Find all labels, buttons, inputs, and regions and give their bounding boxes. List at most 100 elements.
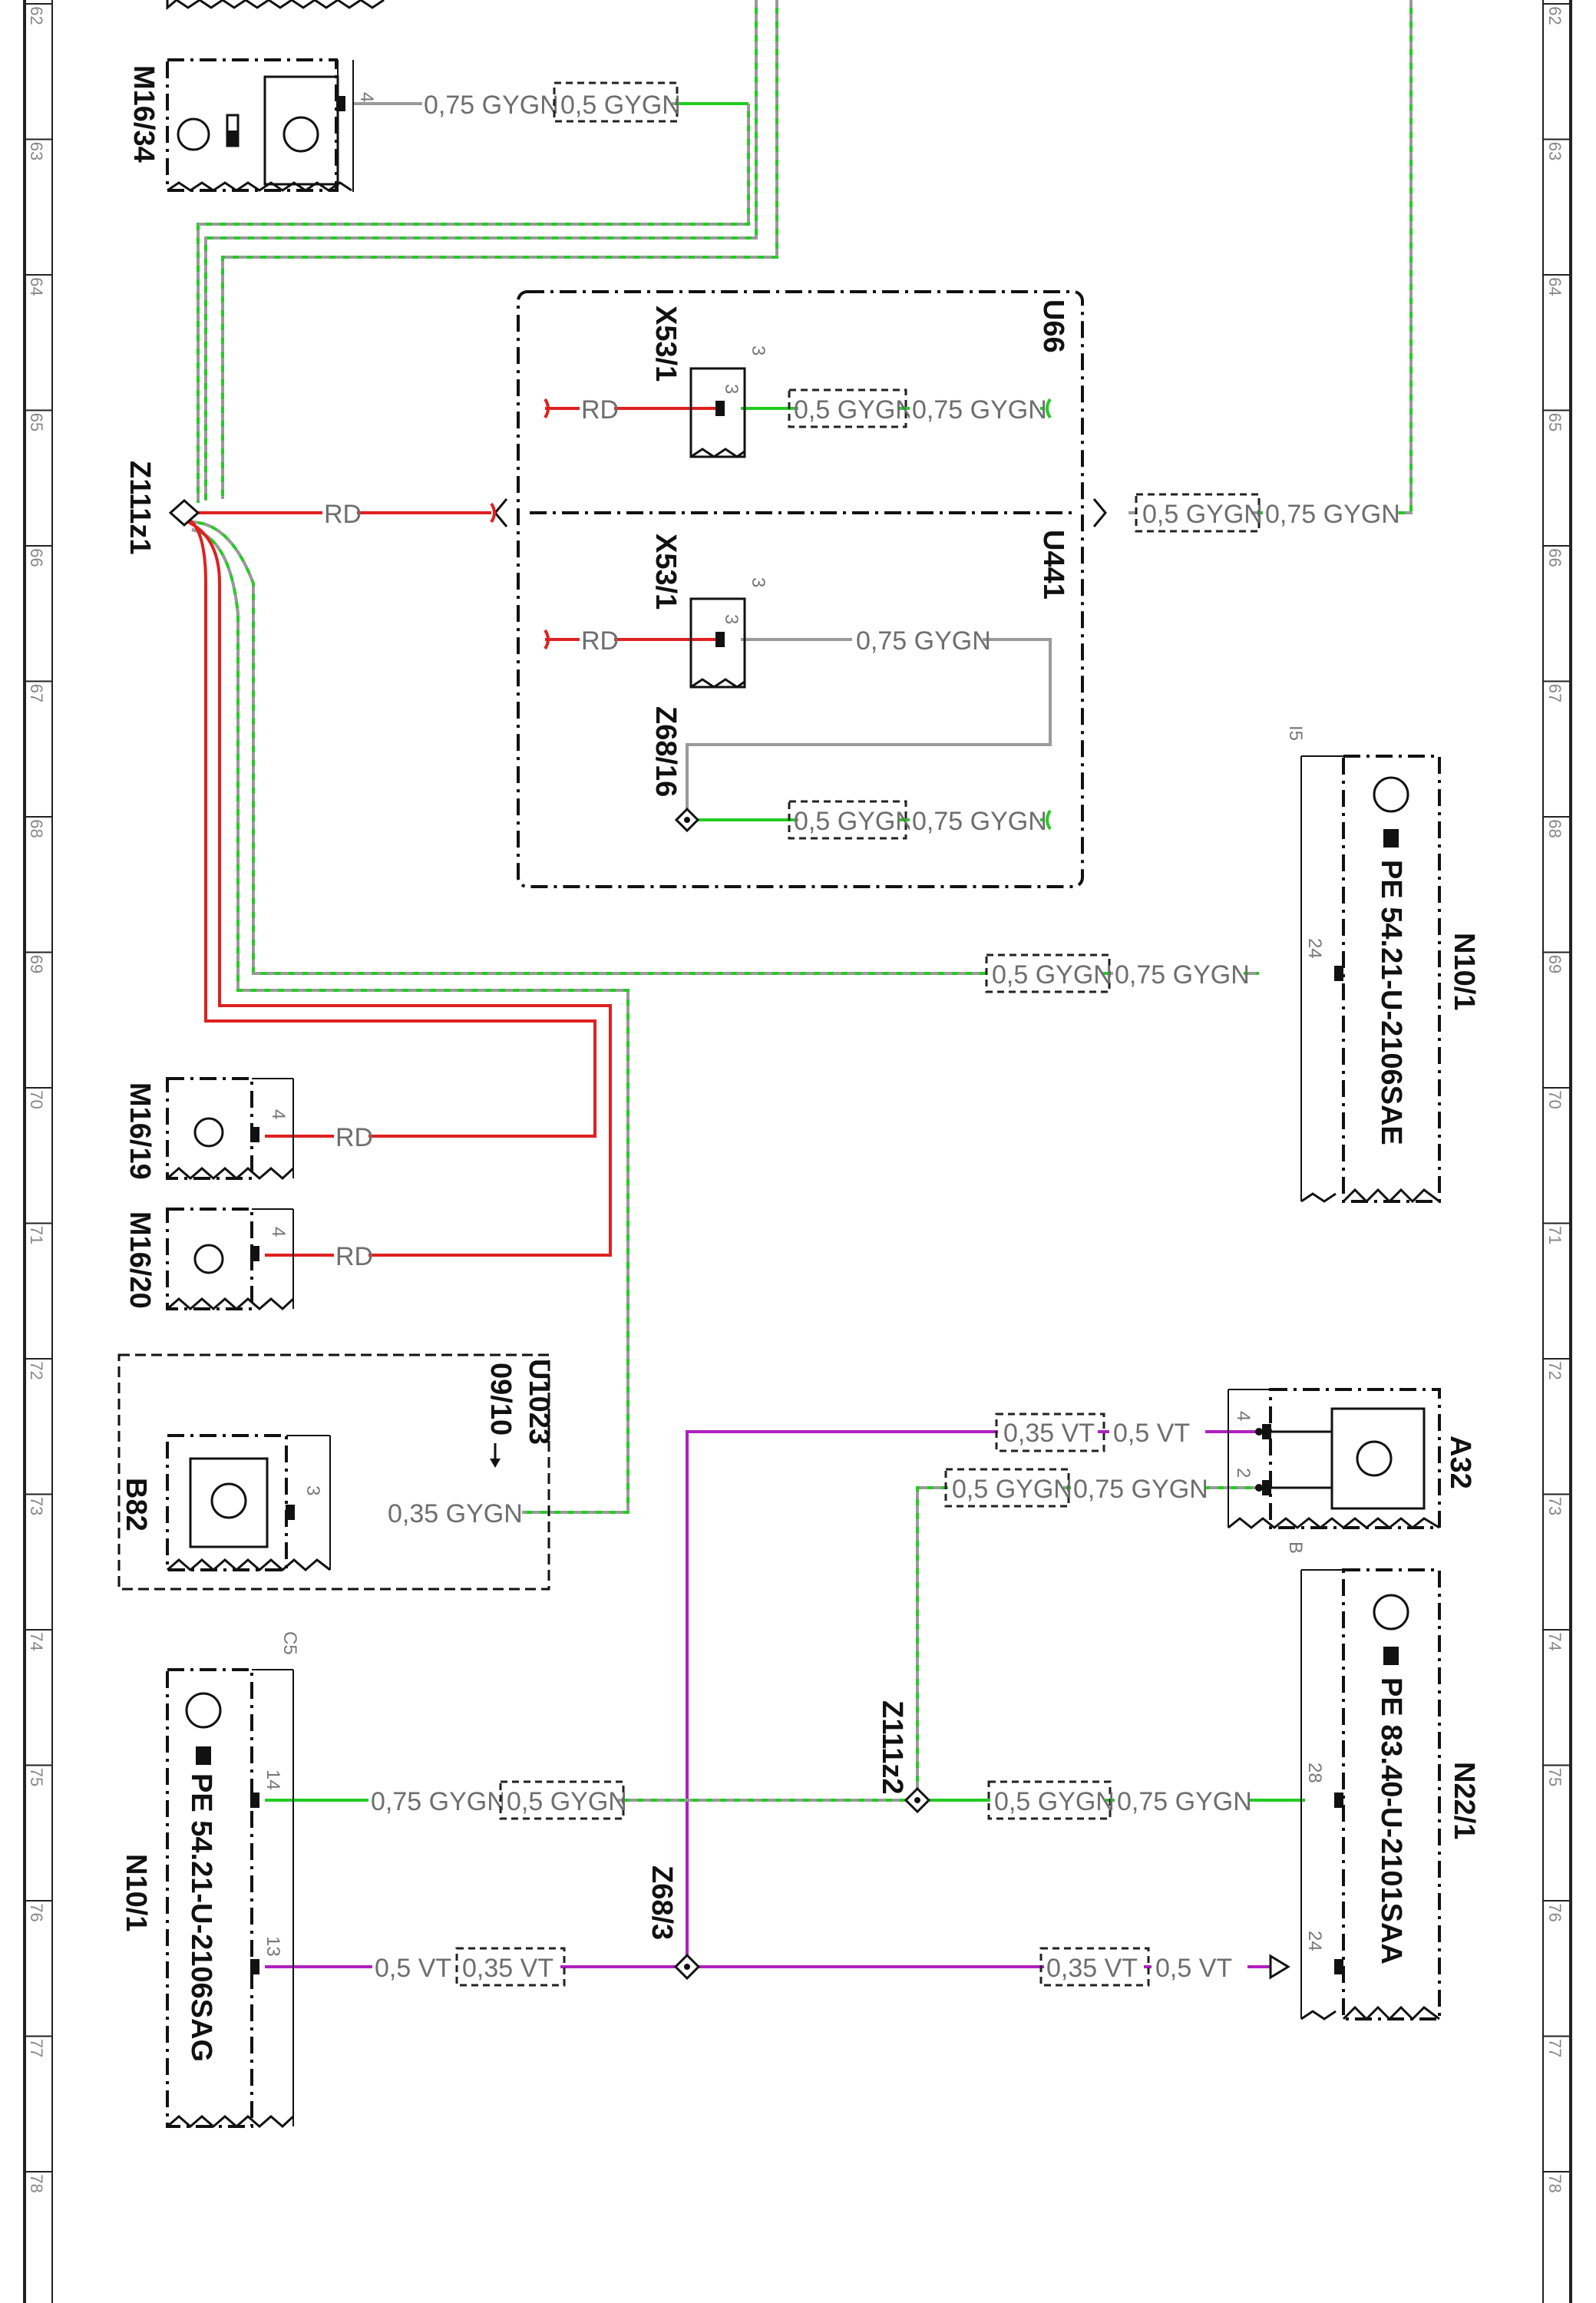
n10r-wire-b: 0,75 GYGN bbox=[1115, 960, 1250, 990]
grid-label-right-73: 73 bbox=[1545, 1497, 1565, 1515]
grid-label-left-66: 66 bbox=[27, 548, 46, 567]
u66-wire-a: 0,5 GYGN bbox=[794, 395, 914, 425]
grid-label-left-72: 72 bbox=[27, 1361, 46, 1379]
u1023-label: U1023 bbox=[523, 1359, 555, 1445]
u66-out-wire-b: 0,75 GYGN bbox=[1265, 500, 1400, 529]
n22-1-label: N22/1 bbox=[1448, 1762, 1480, 1839]
u66-out-wire-a: 0,5 GYGN bbox=[1142, 500, 1263, 529]
n22-pin-24: 24 bbox=[1304, 1931, 1325, 1951]
u1023-module: B82 U1023 09/10 3 bbox=[117, 1353, 555, 1591]
m16-19-pin: 4 bbox=[268, 1109, 289, 1119]
u441-label: U441 bbox=[1037, 530, 1069, 600]
grid-label-left-67: 67 bbox=[27, 684, 46, 702]
m16-34-wire-a: 0,75 GYGN bbox=[424, 91, 559, 120]
n22-wire-24b: 0,5 VT bbox=[1155, 1954, 1232, 1983]
grid-label-left-75: 75 bbox=[27, 1768, 46, 1786]
a32-wire-4b: 0,5 VT bbox=[1113, 1419, 1190, 1448]
grid-label-right-75: 75 bbox=[1545, 1768, 1565, 1786]
z68-3-label: Z68/3 bbox=[646, 1865, 678, 1940]
x53-1-b-label: X53/1 bbox=[649, 534, 682, 610]
grid-label-left-74: 74 bbox=[27, 1632, 46, 1650]
grid-label-left-76: 76 bbox=[27, 1903, 46, 1921]
n10-1-left-label: N10/1 bbox=[120, 1854, 152, 1931]
a32-wire-2b: 0,75 GYGN bbox=[1073, 1475, 1208, 1504]
grid-label-left-63: 63 bbox=[27, 142, 46, 160]
m16-34-label: M16/34 bbox=[127, 65, 160, 163]
n10-1-left-component: PE 54.21-U-2106SAG N10/1 C5 14 13 bbox=[120, 1631, 300, 2129]
grid-label-right-67: 67 bbox=[1545, 684, 1565, 702]
grid-label-right-70: 70 bbox=[1545, 1090, 1565, 1109]
grid-label-left-68: 68 bbox=[27, 819, 46, 838]
m16-20-wire: RD bbox=[335, 1242, 373, 1271]
u441-wire-a: 0,75 GYGN bbox=[856, 626, 991, 656]
m16-19-wire: RD bbox=[335, 1123, 373, 1152]
b82-wire: 0,35 GYGN bbox=[388, 1499, 523, 1528]
grid-label-right-68: 68 bbox=[1545, 819, 1565, 838]
u66-label: U66 bbox=[1037, 299, 1069, 353]
u66-wire-b: 0,75 GYGN bbox=[912, 395, 1047, 425]
n10l-wire-13a: 0,5 VT bbox=[375, 1954, 451, 1983]
grid-label-left-69: 69 bbox=[27, 955, 46, 973]
u66-u441-module: U66 U441 X53/1 3 3 X53/1 3 3 Z68/16 0,5 … bbox=[494, 290, 1107, 888]
u441-wire-rd: RD bbox=[581, 626, 619, 656]
grid-label-right-65: 65 bbox=[1545, 413, 1565, 431]
m16-20-component: M16/20 4 bbox=[124, 1208, 295, 1311]
a32-label: A32 bbox=[1444, 1436, 1476, 1489]
m16-19-component: M16/19 4 bbox=[124, 1077, 295, 1181]
n10l-pin-14: 14 bbox=[263, 1769, 283, 1790]
grid-label-left-64: 64 bbox=[27, 277, 46, 296]
u441-wire-d: 0,75 GYGN bbox=[912, 807, 1047, 836]
grid-label-right-77: 77 bbox=[1545, 2039, 1565, 2057]
a32-pin-2: 2 bbox=[1233, 1468, 1254, 1478]
n10r-pin-24: 24 bbox=[1304, 938, 1325, 959]
n10l-pin-13: 13 bbox=[263, 1936, 283, 1957]
b82-pin: 3 bbox=[302, 1485, 323, 1495]
x53-b-pin-top: 3 bbox=[748, 577, 768, 587]
u441-wire-c: 0,5 GYGN bbox=[794, 807, 914, 836]
grid-label-left-62: 62 bbox=[27, 6, 46, 25]
n10l-wire-14a: 0,75 GYGN bbox=[371, 1787, 506, 1816]
grid-label-right-66: 66 bbox=[1545, 548, 1565, 567]
grid-label-right-64: 64 bbox=[1545, 277, 1565, 296]
grid-label-right-76: 76 bbox=[1545, 1903, 1565, 1921]
m16-19-label: M16/19 bbox=[124, 1082, 156, 1180]
n22-pin-28: 28 bbox=[1304, 1763, 1325, 1783]
n10l-wire-13b: 0,35 VT bbox=[462, 1954, 553, 1983]
n22-1-pe: PE 83.40-U-2101SAA bbox=[1375, 1677, 1407, 1964]
z111z1-junction bbox=[168, 498, 200, 527]
grid-label-right-78: 78 bbox=[1545, 2174, 1565, 2192]
n10-1-right-tag: I5 bbox=[1285, 725, 1306, 741]
b82-label: B82 bbox=[120, 1478, 152, 1531]
m16-34-wire-b: 0,5 GYGN bbox=[560, 91, 681, 120]
m16-20-pin: 4 bbox=[268, 1227, 289, 1237]
u1023-ref: 09/10 bbox=[484, 1363, 517, 1436]
top-partial-component bbox=[166, 0, 385, 11]
m16-34-pin: 4 bbox=[356, 92, 377, 102]
z111z1-label: Z111z1 bbox=[124, 461, 156, 555]
junctions bbox=[168, 498, 931, 1981]
n22-1-component: PE 83.40-U-2101SAA N22/1 B 28 24 bbox=[1285, 1541, 1480, 2021]
grid-label-left-77: 77 bbox=[27, 2039, 46, 2057]
main-wire-rd: RD bbox=[324, 500, 362, 529]
a32-wire-4a: 0,35 VT bbox=[1003, 1419, 1095, 1448]
x53-a-pin-in: 3 bbox=[721, 384, 742, 394]
n22-wire-24a: 0,35 VT bbox=[1046, 1954, 1138, 1983]
a32-wire-2a: 0,5 GYGN bbox=[952, 1475, 1072, 1504]
x53-b-pin-in: 3 bbox=[721, 614, 742, 624]
n22-wire-28b: 0,75 GYGN bbox=[1117, 1787, 1252, 1816]
n22-1-tag: B bbox=[1285, 1541, 1306, 1554]
grid-label-right-62: 62 bbox=[1545, 6, 1565, 25]
grid-label-right-72: 72 bbox=[1545, 1361, 1565, 1379]
z111z2-label: Z111z2 bbox=[876, 1700, 908, 1795]
a32-pin-4: 4 bbox=[1233, 1411, 1254, 1421]
z68-16-label: Z68/16 bbox=[649, 706, 682, 797]
grid-label-right-74: 74 bbox=[1545, 1632, 1565, 1650]
grid-label-left-71: 71 bbox=[27, 1226, 46, 1244]
x53-a-pin-top: 3 bbox=[748, 345, 768, 355]
n10-1-left-pe: PE 54.21-U-2106SAG bbox=[185, 1773, 217, 2062]
n22-wire-28a: 0,5 GYGN bbox=[994, 1787, 1115, 1816]
grid-label-left-78: 78 bbox=[27, 2174, 46, 2192]
x53-1-a-label: X53/1 bbox=[649, 306, 682, 382]
